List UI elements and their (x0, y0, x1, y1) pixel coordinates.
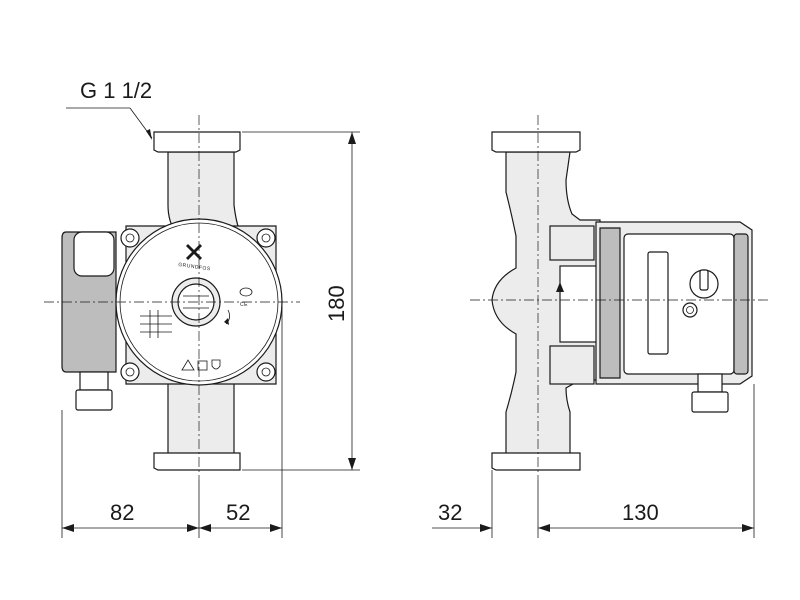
front-view: GRUNDFOS CE (44, 115, 300, 480)
side-terminal-box (623, 233, 735, 375)
side-vent-screw (682, 302, 698, 318)
shield-icon (211, 359, 221, 370)
thread-callout: G 1 1/2 (66, 78, 153, 140)
front-flange-hole-tr (261, 233, 271, 243)
front-flange-bottom (153, 452, 241, 471)
front-flange-hole-br (261, 367, 271, 377)
side-cable-gland-nut (691, 391, 729, 413)
side-terminal-window (647, 251, 669, 355)
front-flange-top (153, 131, 241, 153)
side-flange-top (491, 131, 581, 153)
front-flange-ear-tl (120, 228, 140, 248)
side-motor-rib-bottom (549, 345, 595, 385)
dimension-height: 180 (242, 131, 360, 471)
side-view (470, 115, 770, 480)
front-terminal-cap (73, 231, 115, 277)
dimension-front: 82 52 (61, 300, 283, 538)
dimension-side-left-label: 32 (438, 500, 462, 525)
grundfos-logo-icon (186, 244, 202, 260)
side-motor-rib-top (549, 225, 595, 261)
dimension-front-right-label: 52 (226, 500, 250, 525)
side-stator-band (599, 227, 621, 379)
info-box-icon (197, 360, 208, 371)
ce-mark: CE (240, 302, 248, 308)
warning-triangle-icon (181, 359, 195, 371)
front-cable-gland (79, 371, 109, 391)
dimension-height-label: 180 (324, 285, 349, 322)
side-terminal-cover-edge (733, 233, 749, 375)
side-motor-neck (559, 265, 601, 343)
front-cable-gland-nut (75, 389, 113, 411)
front-pipe-lower (167, 374, 235, 456)
front-flange-ear-tr (256, 228, 276, 248)
front-flange-ear-bl (120, 362, 140, 382)
front-flange-hole-tl (125, 233, 135, 243)
front-flange-ear-br (256, 362, 276, 382)
nameplate-brand: GRUNDFOS (178, 262, 211, 273)
side-cable-gland (697, 373, 723, 393)
dimension-side-right-label: 130 (622, 500, 659, 525)
front-flange-hole-bl (125, 367, 135, 377)
side-flange-bottom (491, 452, 581, 471)
dimension-front-left-label: 82 (110, 500, 134, 525)
dimension-side: 32 130 (432, 384, 755, 538)
thread-label: G 1 1/2 (80, 78, 152, 103)
